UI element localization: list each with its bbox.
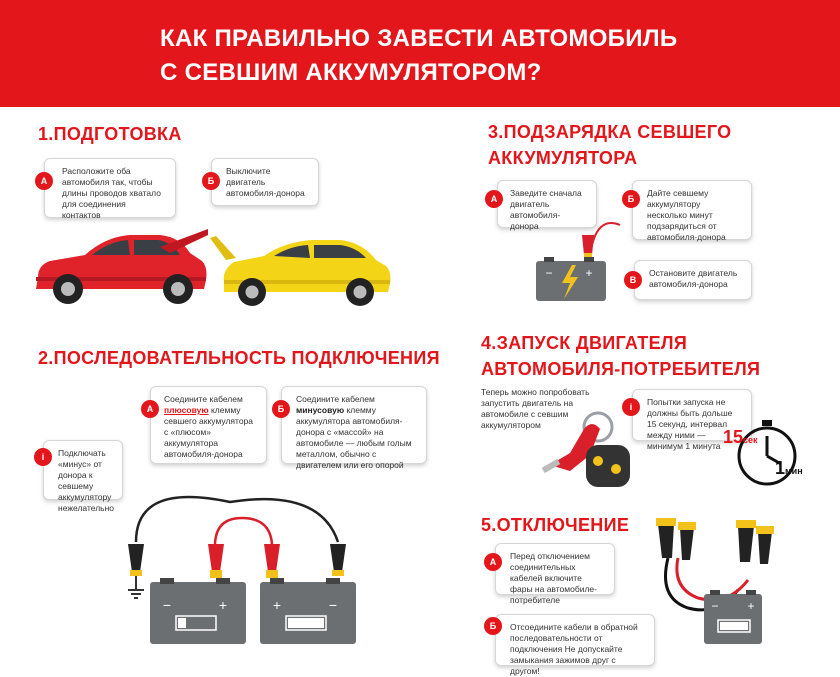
section5-title: 5.ОТКЛЮЧЕНИЕ: [481, 515, 630, 535]
section3-card-c-text: Остановите двигатель автомобиля-донора: [649, 268, 738, 289]
svg-text:+: +: [273, 597, 281, 613]
section2-card-a-pre: Соедините кабелем: [164, 394, 243, 404]
timer-seconds-label: 15сек: [723, 427, 758, 450]
header-banner: КАК ПРАВИЛЬНО ЗАВЕСТИ АВТОМОБИЛЬ С СЕВШИ…: [0, 0, 840, 107]
section4-title-line-1: 4.ЗАПУСК ДВИГАТЕЛЯ: [481, 333, 688, 353]
section3-title: 3.ПОДЗАРЯДКА СЕВШЕГО АККУМУЛЯТОРА: [488, 119, 731, 171]
section1-card-a: Расположите оба автомобиля так, чтобы дл…: [44, 158, 176, 220]
section5-card-a-text: Перед отключением соединительных кабелей…: [510, 551, 597, 605]
section1-card-a-text: Расположите оба автомобиля так, чтобы дл…: [62, 166, 161, 220]
timer-seconds-unit: сек: [743, 435, 758, 445]
section3-card-b-text: Дайте севшему аккумулятору несколько мин…: [647, 188, 726, 242]
section2-badge-b: Б: [272, 400, 290, 418]
section2-card-b-post: клемму аккумулятора автомобиля-донора с …: [296, 405, 412, 470]
section2-title: 2.ПОСЛЕДОВАТЕЛЬНОСТЬ ПОДКЛЮЧЕНИЯ: [38, 348, 440, 368]
charging-battery-illustration: − +: [536, 222, 621, 301]
timer-minutes-label: 1мин: [775, 458, 803, 481]
section2-card-b-highlight: минусовую: [296, 405, 345, 415]
section4-title: 4.ЗАПУСК ДВИГАТЕЛЯ АВТОМОБИЛЯ-ПОТРЕБИТЕЛ…: [481, 330, 760, 382]
timer-minutes-value: 1: [775, 458, 786, 478]
yellow-car-illustration: [210, 236, 391, 306]
section3-title-line-2: АККУМУЛЯТОРА: [488, 148, 638, 168]
section2-card-a-highlight: плюсовую: [164, 405, 209, 415]
section4-info-text: Попытки запуска не должны быть дольше 15…: [647, 397, 733, 451]
svg-text:+: +: [219, 597, 227, 613]
section1-title: 1.ПОДГОТОВКА: [38, 124, 182, 144]
timer-seconds-value: 15: [723, 427, 744, 447]
section5-card-b-text: Отсоедините кабели в обратной последоват…: [510, 622, 638, 676]
section1-badge-b: Б: [202, 172, 220, 190]
section4-info-badge: i: [622, 398, 640, 416]
disconnect-battery-illustration: − +: [656, 518, 774, 644]
section3-card-c: Остановите двигатель автомобиля-донора: [634, 260, 752, 300]
section1-badge-a: А: [35, 172, 53, 190]
section2-info-text: Подключать «минус» от донора к севшему а…: [58, 448, 115, 513]
section5-badge-a: А: [484, 553, 502, 571]
section3-badge-b: Б: [622, 190, 640, 208]
lightning-icon: [562, 265, 578, 299]
connection-diagram: − + + −: [128, 495, 356, 644]
section3-badge-a: А: [485, 190, 503, 208]
svg-text:−: −: [329, 597, 337, 613]
svg-text:+: +: [747, 599, 754, 613]
section3-card-b: Дайте севшему аккумулятору несколько мин…: [632, 180, 752, 242]
section4-intro: Теперь можно попробовать запустить двига…: [481, 387, 590, 430]
section1-card-b-text: Выключите двигатель автомобиля-донора: [226, 166, 305, 198]
section5-badge-b: Б: [484, 617, 502, 635]
section5-card-b: Отсоедините кабели в обратной последоват…: [495, 614, 655, 676]
stopwatch-icon: [737, 420, 797, 486]
section5-card-a: Перед отключением соединительных кабелей…: [495, 543, 615, 605]
svg-text:−: −: [545, 266, 552, 280]
section2-badge-a: А: [141, 400, 159, 418]
page-title: КАК ПРАВИЛЬНО ЗАВЕСТИ АВТОМОБИЛЬ С СЕВШИ…: [160, 22, 677, 90]
timer-minutes-unit: мин: [785, 466, 803, 476]
section2-card-b: Соедините кабелем минусовую клемму аккум…: [281, 386, 427, 470]
title-line-2: С СЕВШИМ АККУМУЛЯТОРОМ?: [160, 59, 542, 86]
section2-card-b-pre: Соедините кабелем: [296, 394, 375, 404]
section3-title-line-1: 3.ПОДЗАРЯДКА СЕВШЕГО: [488, 122, 732, 142]
section4-info-card: Попытки запуска не должны быть дольше 15…: [632, 389, 752, 451]
svg-text:−: −: [163, 597, 171, 613]
ground-icon: [128, 544, 144, 599]
section3-badge-c: В: [624, 271, 642, 289]
section1-card-b: Выключите двигатель автомобиля-донора: [211, 158, 319, 206]
title-line-1: КАК ПРАВИЛЬНО ЗАВЕСТИ АВТОМОБИЛЬ: [160, 25, 678, 52]
key-icon: [541, 411, 630, 487]
section2-card-a-post: клемму севшего аккумулятора с «плюсом» а…: [164, 405, 254, 459]
section2-info-badge: i: [34, 448, 52, 466]
section3-card-a-text: Заведите сначала двигатель автомобиля-до…: [510, 188, 582, 231]
red-car-illustration: [36, 229, 208, 304]
section2-card-a: Соедините кабелем плюсовую клемму севшег…: [150, 386, 267, 464]
svg-text:−: −: [711, 599, 718, 613]
section4-title-line-2: АВТОМОБИЛЯ-ПОТРЕБИТЕЛЯ: [481, 359, 761, 379]
svg-text:+: +: [585, 266, 592, 280]
section2-info-card: Подключать «минус» от донора к севшему а…: [43, 440, 123, 513]
